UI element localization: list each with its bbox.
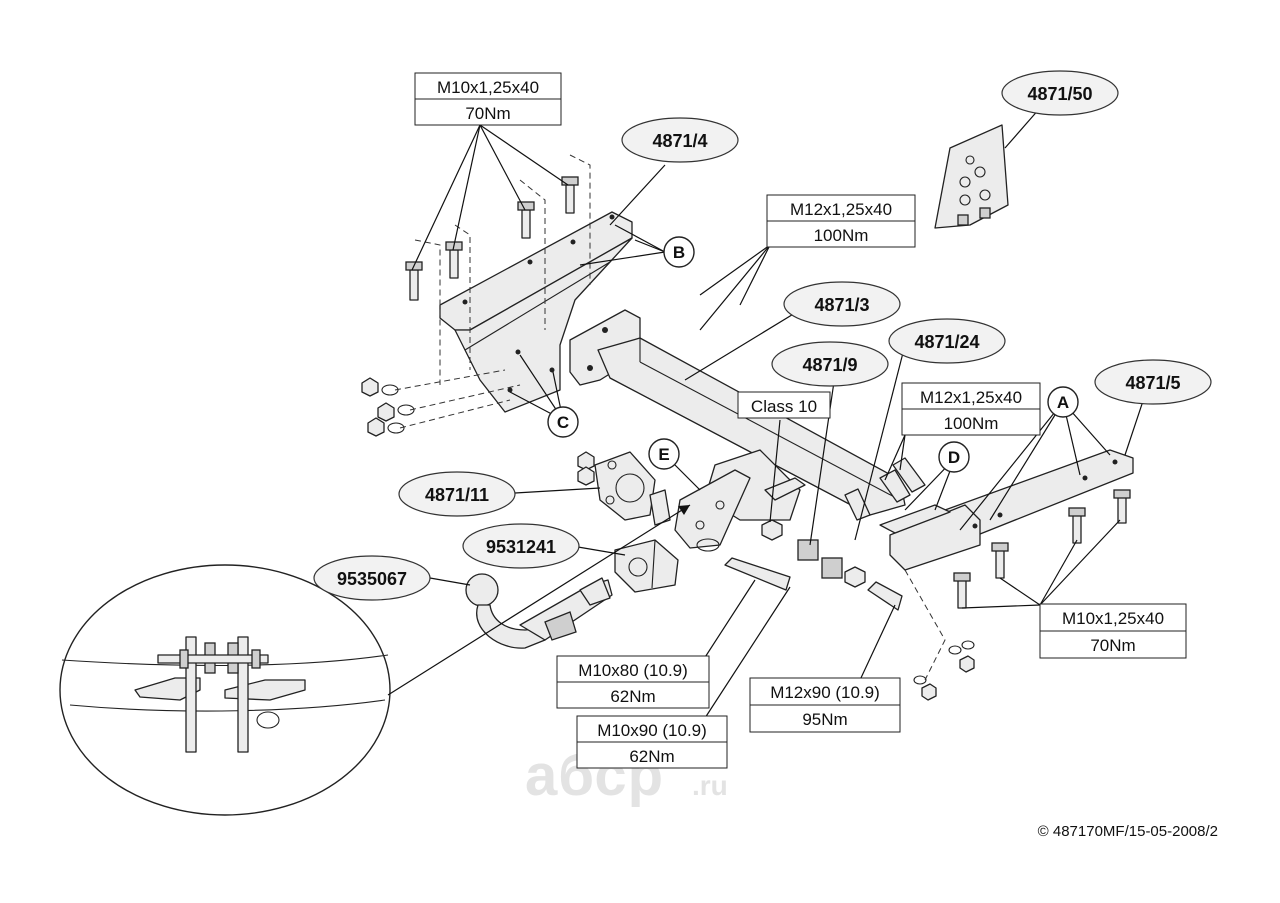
- spec-mid-right: M12x1,25x40 100Nm: [901, 382, 1041, 436]
- bolt-m12x90-icon: [867, 581, 903, 611]
- point-a: A: [1057, 393, 1069, 412]
- label-9535067: 9535067: [337, 569, 407, 589]
- point-b-circle: [663, 236, 695, 268]
- socket-holder-9531241: [614, 539, 679, 593]
- label-4871-5-oval: [1094, 359, 1212, 405]
- label-4871-9: 4871/9: [802, 355, 857, 375]
- spec-top-center-size: M12x1,25x40: [790, 200, 892, 219]
- socket-4871-11: [577, 451, 671, 526]
- class-10-label: Class 10: [751, 397, 817, 416]
- detail-plate: [185, 636, 197, 753]
- label-4871-4-oval: [621, 117, 739, 163]
- point-d: D: [948, 448, 960, 467]
- label-4871-5: 4871/5: [1125, 373, 1180, 393]
- leader-lines: [411, 107, 1146, 719]
- spec-m12x90: M12x90 (10.9) 95Nm: [749, 677, 901, 733]
- spec-m10x80-torque: 62Nm: [610, 687, 655, 706]
- hardware-bag-4871-50: [934, 124, 1009, 229]
- point-b: B: [673, 243, 685, 262]
- spec-m12x90-size: M12x90 (10.9): [770, 683, 880, 702]
- nut-washer-icon: [361, 377, 415, 437]
- point-markers: B C A D E: [547, 236, 1079, 473]
- label-9535067-oval: [313, 555, 431, 601]
- point-a-circle: [1047, 386, 1079, 418]
- right-bracket-end-plate: [889, 504, 981, 571]
- spec-m10x90: M10x90 (10.9) 62Nm: [576, 715, 728, 769]
- label-4871-4: 4871/4: [652, 131, 707, 151]
- spec-bottom-right-torque: 70Nm: [1090, 636, 1135, 655]
- nut-washer-icon: [913, 640, 975, 701]
- spec-top-center: M12x1,25x40 100Nm: [766, 194, 916, 248]
- label-4871-11: 4871/11: [425, 485, 489, 505]
- label-4871-9-oval: [771, 341, 889, 387]
- spec-mid-right-torque: 100Nm: [944, 414, 999, 433]
- spec-top-left: M10x1,25x40 70Nm: [414, 72, 562, 126]
- detail-hook-bracket: [134, 677, 201, 701]
- spec-bottom-right: M10x1,25x40 70Nm: [1039, 603, 1187, 659]
- spec-m10x90-size: M10x90 (10.9): [597, 721, 707, 740]
- spec-class-10: Class 10: [737, 391, 831, 419]
- torque-spec-boxes: M10x1,25x40 70Nm M12x1,25x40 100Nm M12x1…: [414, 72, 1187, 769]
- crossbar-4871-3: [569, 309, 906, 552]
- point-e: E: [658, 445, 669, 464]
- hardware-bag-icon: [934, 124, 1009, 229]
- part-number-labels: 4871/50 4871/4 4871/3 4871/24 4871/9 487…: [313, 70, 1212, 601]
- label-4871-24: 4871/24: [914, 332, 979, 352]
- spec-mid-right-size: M12x1,25x40: [920, 388, 1022, 407]
- spec-m10x80-size: M10x80 (10.9): [578, 661, 688, 680]
- spec-top-left-torque: 70Nm: [465, 104, 510, 123]
- spec-m10x80: M10x80 (10.9) 62Nm: [556, 655, 710, 709]
- tow-ball-9535067: [465, 573, 613, 649]
- copyright-text: © 487170MF/15-05-2008/2: [1038, 823, 1218, 840]
- hitch-mount-side-plate: [674, 469, 751, 549]
- nut-icon: [577, 466, 595, 486]
- spacer-plate-icon: [821, 557, 843, 579]
- label-4871-3: 4871/3: [814, 295, 869, 315]
- detail-magnifier: [59, 504, 691, 816]
- detail-bolt-icon: [157, 654, 269, 664]
- point-c: C: [557, 413, 569, 432]
- point-c-circle: [547, 406, 579, 438]
- detail-plate: [237, 636, 249, 753]
- point-d-circle: [938, 441, 970, 473]
- point-e-circle: [648, 438, 680, 470]
- spec-m10x90-torque: 62Nm: [629, 747, 674, 766]
- label-4871-3-oval: [783, 281, 901, 327]
- left-bracket-4871-4: [361, 154, 633, 437]
- mid-fasteners: [724, 457, 926, 611]
- label-4871-50: 4871/50: [1027, 84, 1092, 104]
- watermark-suffix: .ru: [692, 770, 728, 801]
- spec-m12x90-torque: 95Nm: [802, 710, 847, 729]
- left-bracket-side-plate: [454, 237, 633, 413]
- tow-ball-lock-icon: [544, 611, 577, 641]
- label-4871-24-oval: [888, 318, 1006, 364]
- spacer-plate-icon: [797, 539, 819, 561]
- detail-leader-line: [387, 504, 691, 696]
- tow-ball-icon: [465, 573, 499, 607]
- label-9531241: 9531241: [486, 537, 556, 557]
- nut-icon: [844, 566, 866, 588]
- spec-top-left-size: M10x1,25x40: [437, 78, 539, 97]
- nut-icon: [761, 519, 783, 541]
- socket-plate: [594, 451, 656, 521]
- label-4871-50-oval: [1001, 70, 1119, 116]
- spec-top-center-torque: 100Nm: [814, 226, 869, 245]
- label-4871-11-oval: [398, 471, 516, 517]
- nut-icon: [577, 451, 595, 471]
- label-9531241-oval: [462, 523, 580, 569]
- spec-bottom-right-size: M10x1,25x40: [1062, 609, 1164, 628]
- bolt-m10x80-icon: [724, 557, 791, 591]
